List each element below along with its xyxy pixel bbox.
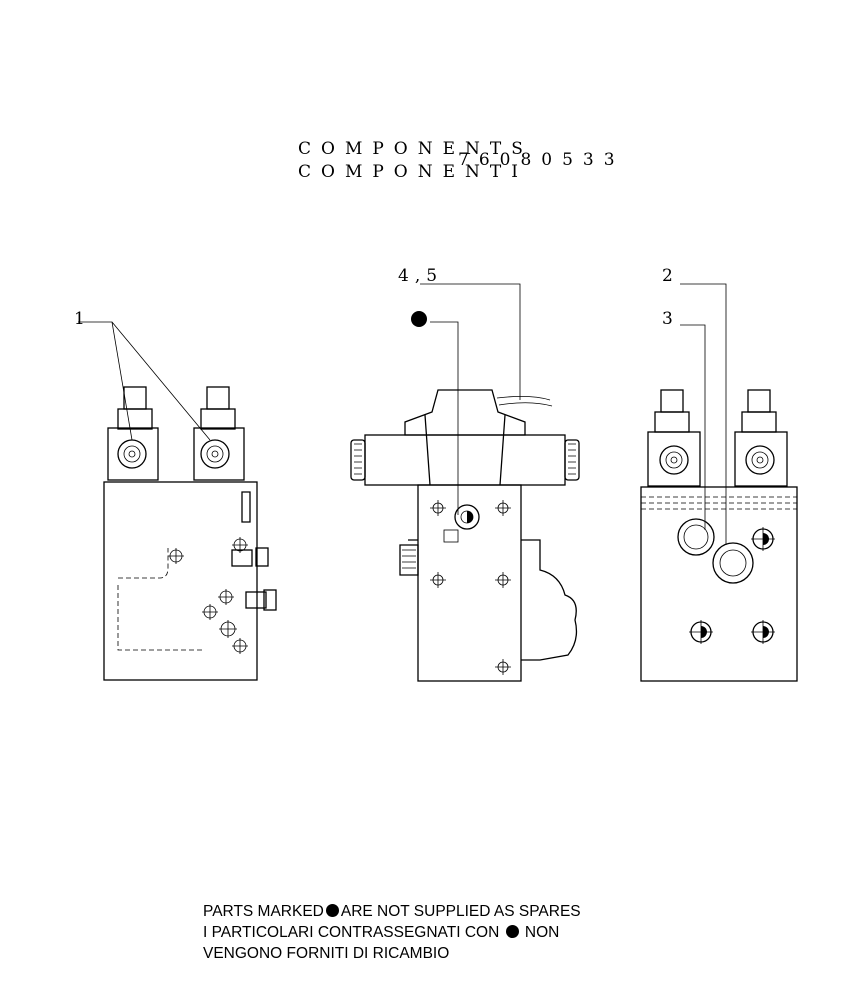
callout-2: 2 [662,266,679,286]
callout-1: 1 [74,309,91,329]
title-line-componenti: COMPONENTI [298,164,528,181]
note-line-1-start: PARTS MARKED [203,903,324,920]
title-line-components: COMPONENTS [298,141,533,158]
part-number: 76080533 [458,152,625,169]
note-line-3: VENGONO FORNITI DI RICAMBIO [203,945,450,962]
callout-3: 3 [662,309,679,329]
callout-4-5: 4,5 [398,266,444,286]
marker-dot-icon [505,925,519,938]
right-valve-block [640,283,798,682]
title-componenti-label: COMPONENTI [298,162,528,182]
marker-dot-icon [325,904,339,917]
note-line-2: I PARTICOLARI CONTRASSEGNATI CON NON [203,925,559,941]
title-components-label: COMPONENTS [298,139,533,159]
port-marker-icon [467,511,473,523]
port-marker-icon [763,626,769,638]
port-marker-icon [763,533,769,545]
port-marker-icon [701,626,707,638]
left-valve-block [78,321,277,681]
not-supplied-marker-icon [411,311,427,327]
note-line-2-end: NON [524,924,560,941]
part-number-label: 76080533 [458,150,625,170]
center-valve-block [350,283,580,682]
note-line-2-start: I PARTICOLARI CONTRASSEGNATI CON [203,924,500,941]
note-line-1: PARTS MARKED ARE NOT SUPPLIED AS SPARES [203,904,581,920]
note-line-1-end: ARE NOT SUPPLIED AS SPARES [340,903,581,920]
